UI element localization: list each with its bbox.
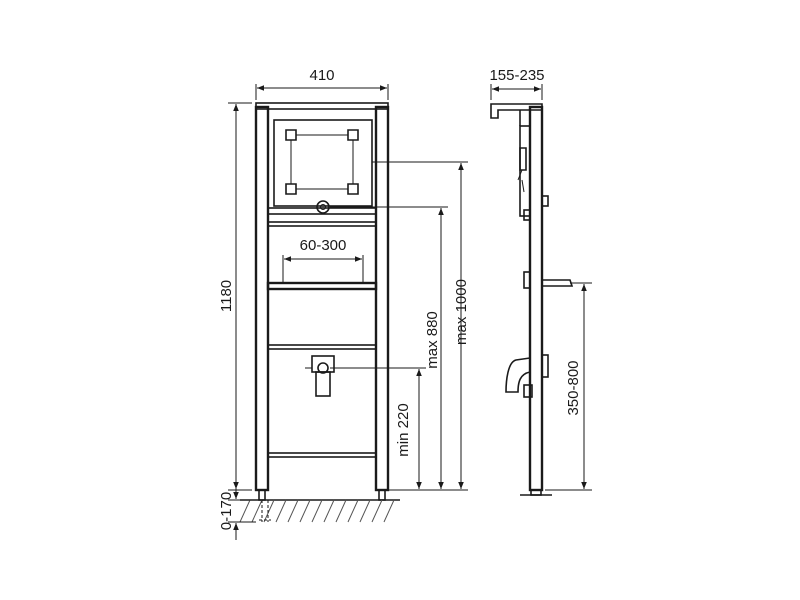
- max-880-dimension-label: max 880: [424, 311, 441, 369]
- depth-dimension-label: 155-235: [489, 67, 544, 84]
- left-upright: [254, 105, 270, 492]
- height-dimension-label: 1180: [218, 280, 235, 312]
- side-bracket: [542, 279, 574, 287]
- front-view: 410 1180 0-170 60-300 max 1000 max 880 m…: [218, 67, 470, 540]
- side-view: 155-235 350-800: [489, 67, 592, 496]
- mounting-plate: [273, 119, 373, 207]
- side-top-arm: [490, 103, 543, 119]
- flush-connection: [316, 200, 330, 214]
- outlet-height-dimension-label: 350-800: [565, 360, 582, 415]
- adjustable-bracket-rail: [266, 281, 378, 291]
- right-upright: [374, 105, 390, 492]
- drain-fitting: [305, 355, 341, 397]
- floor-hatch: [239, 499, 400, 523]
- top-rail: [255, 102, 389, 110]
- max-1000-dimension-label: max 1000: [453, 279, 470, 345]
- width-dimension-label: 410: [309, 67, 334, 84]
- side-drain: [505, 354, 549, 398]
- min-220-dimension-label: min 220: [395, 403, 412, 456]
- side-upright: [528, 105, 544, 492]
- bracket-spacing-dimension-label: 60-300: [300, 237, 347, 254]
- left-foot: [258, 489, 266, 501]
- foot-adjust-dimension-label: 0-170: [218, 492, 235, 530]
- right-foot: [378, 489, 386, 501]
